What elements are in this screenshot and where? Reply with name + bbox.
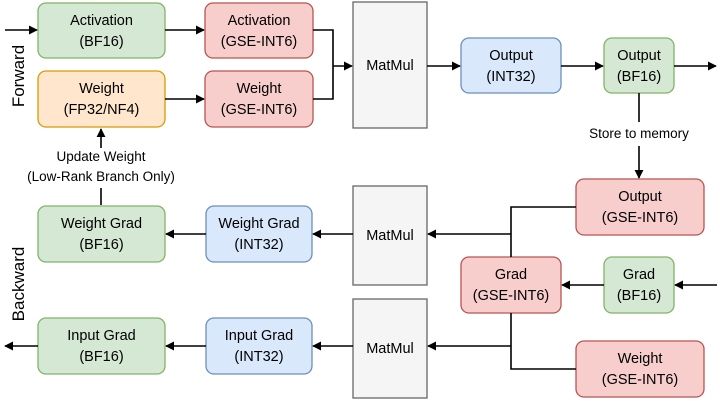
- node-weight-gse-backward-format: (GSE-INT6): [602, 372, 679, 388]
- node-weight-gse-backward-box: [575, 340, 705, 398]
- edge-weight-gse-to-matmul: [313, 66, 334, 100]
- node-weight-gse-format: (GSE-INT6): [221, 102, 298, 118]
- node-grad-bf16-box: [603, 256, 675, 314]
- node-weight-grad-int32: Weight Grad (INT32): [205, 205, 313, 263]
- node-activation-gse-title: Activation: [228, 13, 291, 29]
- node-activation-gse: Activation (GSE-INT6): [204, 2, 314, 59]
- node-output-gse-backward: Output (GSE-INT6): [575, 178, 705, 236]
- node-matmul-weight-grad-label: MatMul: [366, 228, 414, 244]
- node-grad-bf16: Grad (BF16): [603, 256, 675, 314]
- node-weight-grad-int32-title: Weight Grad: [218, 216, 299, 232]
- node-grad-gse: Grad (GSE-INT6): [460, 256, 562, 314]
- node-grad-gse-box: [460, 256, 562, 314]
- node-input-grad-int32-title: Input Grad: [225, 328, 294, 344]
- node-grad-bf16-title: Grad: [623, 267, 655, 283]
- node-weight-gse-box: [204, 70, 314, 128]
- node-activation-gse-format: (GSE-INT6): [221, 34, 298, 50]
- forward-label: Forward: [9, 45, 28, 107]
- store-to-memory-label: Store to memory: [589, 126, 689, 141]
- node-weight-gse-backward-title: Weight: [618, 351, 663, 367]
- node-weight-fp32-nf4-title: Weight: [79, 81, 124, 97]
- node-output-gse-backward-format: (GSE-INT6): [602, 210, 679, 226]
- node-matmul-forward-box: [352, 1, 428, 129]
- node-input-grad-int32: Input Grad (INT32): [205, 317, 313, 375]
- node-input-grad-bf16: Input Grad (BF16): [37, 317, 166, 375]
- node-weight-grad-int32-format: (INT32): [234, 237, 283, 253]
- node-weight-fp32-nf4-box: [37, 70, 166, 128]
- update-weight-note: (Low-Rank Branch Only): [27, 169, 175, 184]
- node-output-bf16-title: Output: [617, 48, 661, 64]
- node-weight-grad-bf16-title: Weight Grad: [61, 216, 142, 232]
- node-weight-grad-int32-box: [205, 205, 313, 263]
- node-weight-gse-backward: Weight (GSE-INT6): [575, 340, 705, 398]
- node-output-bf16: Output (BF16): [603, 37, 675, 94]
- node-output-int32-title: Output: [489, 48, 533, 64]
- node-weight-grad-bf16: Weight Grad (BF16): [37, 205, 166, 263]
- update-weight-label: Update Weight: [56, 149, 145, 164]
- edge-weight-gse-to-matmul: [510, 346, 576, 370]
- node-matmul-input-grad-label: MatMul: [366, 341, 414, 357]
- node-weight-gse-title: Weight: [237, 81, 282, 97]
- node-input-grad-bf16-title: Input Grad: [67, 328, 136, 344]
- node-grad-gse-format: (GSE-INT6): [473, 288, 550, 304]
- node-weight-gse: Weight (GSE-INT6): [204, 70, 314, 128]
- node-output-gse-backward-box: [575, 178, 705, 236]
- node-matmul-input-grad: MatMul: [352, 298, 428, 399]
- node-grad-gse-title: Grad: [495, 267, 527, 283]
- node-output-gse-backward-title: Output: [618, 189, 662, 205]
- node-matmul-weight-grad-box: [352, 185, 428, 286]
- edge-activation-gse-to-matmul: [313, 29, 334, 66]
- node-output-int32-format: (INT32): [486, 69, 535, 85]
- node-input-grad-int32-format: (INT32): [234, 349, 283, 365]
- node-output-bf16-format: (BF16): [617, 69, 661, 85]
- node-matmul-forward-label: MatMul: [366, 58, 414, 74]
- node-matmul-input-grad-box: [352, 298, 428, 399]
- node-output-int32: Output (INT32): [460, 37, 562, 94]
- node-weight-grad-bf16-box: [37, 205, 166, 263]
- node-weight-grad-bf16-format: (BF16): [79, 237, 123, 253]
- node-input-grad-bf16-box: [37, 317, 166, 375]
- node-activation-bf16-format: (BF16): [79, 34, 123, 50]
- node-activation-bf16-title: Activation: [70, 13, 133, 29]
- node-input-grad-int32-box: [205, 317, 313, 375]
- node-weight-fp32-nf4-format: (FP32/NF4): [64, 102, 140, 118]
- node-weight-fp32-nf4: Weight (FP32/NF4): [37, 70, 166, 128]
- node-activation-bf16: Activation (BF16): [37, 2, 166, 59]
- node-input-grad-bf16-format: (BF16): [79, 349, 123, 365]
- edge-output-gse-to-matmul: [510, 206, 576, 234]
- node-matmul-weight-grad: MatMul: [352, 185, 428, 286]
- backward-label: Backward: [9, 247, 28, 322]
- node-matmul-forward: MatMul: [352, 1, 428, 129]
- node-grad-bf16-format: (BF16): [617, 288, 661, 304]
